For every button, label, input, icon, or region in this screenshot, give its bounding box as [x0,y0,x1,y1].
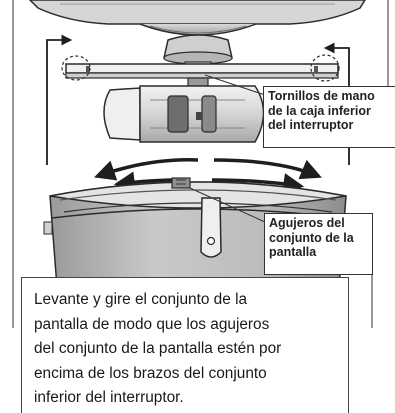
screws-pointer-line [204,74,266,96]
callout-line: pantalla [269,245,317,259]
fan-motor-housing [28,0,366,36]
illustration-frame [12,0,389,328]
callout-line: conjunto de la [269,230,354,245]
switch-housing-arms [65,63,339,79]
callout-line: Agujeros del [269,216,345,230]
hand-screw-right [310,54,340,82]
instruction-text-box: Levante y gire el conjunto de la pantall… [21,277,349,413]
instruction-line: del conjunto de la pantalla estén por [34,340,282,357]
instruction-line: encima de los brazos del conjunto [34,364,267,382]
instruction-line: inferior del interruptor. [34,389,184,406]
instruction-line: Levante y gire el conjunto de la [34,291,248,308]
hand-screw-left [61,55,91,81]
callout-line: Tornillos de mano [268,89,375,103]
shade-holes [171,177,191,189]
callout-line: del interruptor [268,118,354,132]
callout-line: de la caja inferior [268,103,371,118]
light-socket [103,77,265,143]
hand-screws-callout: Tornillos de mano de la caja inferior de… [263,86,395,148]
instruction-line: pantalla de modo que los agujeros [34,315,270,333]
shade-clip [200,197,222,258]
lift-arrow-icon [46,34,73,165]
shade-holes-callout: Agujeros del conjunto de la pantalla [264,213,373,275]
holes-pointer-line [189,187,266,223]
curved-rotation-arrow-icon [94,158,322,194]
